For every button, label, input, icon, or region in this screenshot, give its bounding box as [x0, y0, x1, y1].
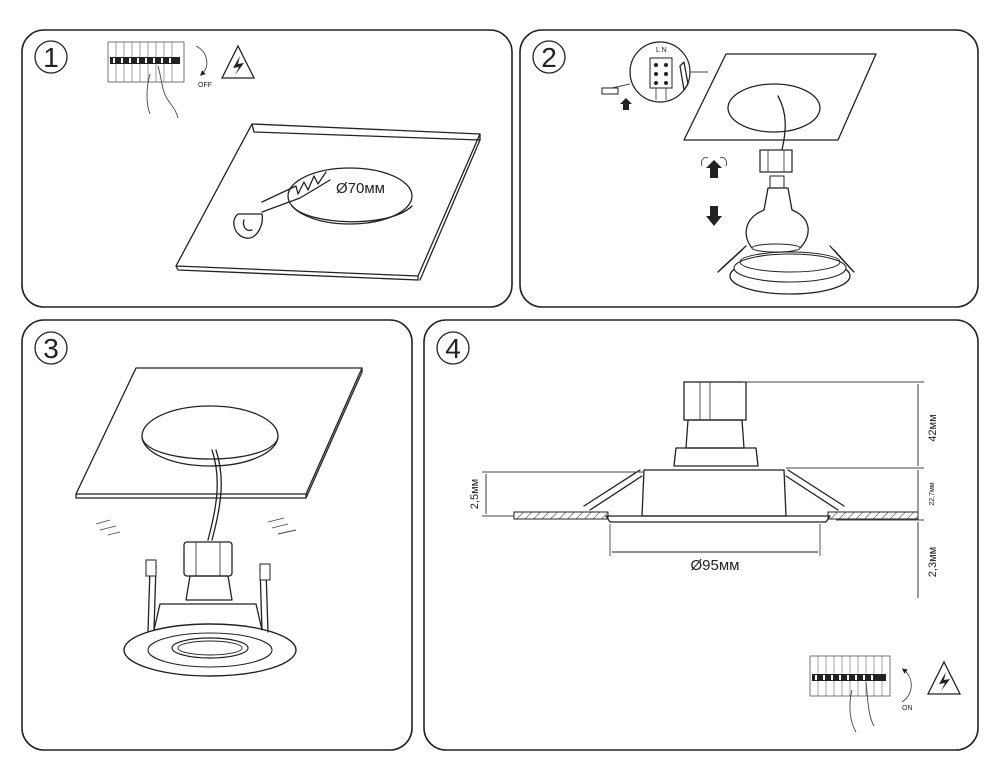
dim-top-height: 42мм: [927, 414, 939, 441]
step-2-number: 2: [541, 42, 557, 73]
ceiling-hole: [727, 83, 821, 133]
step-4-panel: 4: [423, 319, 979, 751]
fixture-cross-section: [583, 381, 845, 523]
step-2-badge: 2: [532, 40, 566, 74]
gu10-lamp: [745, 175, 809, 253]
step-1-badge: 1: [34, 40, 68, 74]
dimension-lines: [485, 384, 919, 598]
step-3-number: 3: [43, 333, 59, 364]
power-cable: [207, 449, 218, 541]
rotate-icon: [901, 668, 912, 703]
step-4-number: 4: [445, 333, 461, 364]
circuit-breaker-icon: [809, 655, 891, 697]
step-1-panel: 1 OFF: [21, 29, 513, 308]
step-4-switch-state: ON: [902, 705, 913, 712]
dim-ceiling-gap: 2,5мм: [469, 479, 481, 509]
step-3-panel: 3: [21, 319, 413, 751]
step-1-number: 1: [43, 42, 59, 73]
ceiling-section-right: [827, 511, 919, 520]
step-1-switch-state: OFF: [198, 82, 212, 89]
high-voltage-warning-icon: [220, 44, 256, 79]
lamp-connector: [759, 149, 793, 173]
screwdriver-icon: [679, 61, 689, 91]
dim-housing: 22,7мм: [929, 482, 936, 505]
rotate-icon: [701, 157, 727, 178]
hand-icon: [146, 65, 179, 119]
downlight-fixture: [123, 541, 297, 677]
ceiling-panel: [175, 123, 481, 281]
saw-icon: [233, 171, 331, 239]
fixture-ring: [717, 245, 855, 295]
hole-diameter-label: Ø70мм: [336, 180, 385, 197]
ceiling-panel: [683, 53, 877, 141]
arrow-up-icon: [620, 98, 632, 110]
step-2-panel: 2 L N: [519, 29, 979, 308]
circuit-breaker-icon: [107, 41, 185, 83]
high-voltage-warning-icon: [926, 660, 962, 695]
arrow-down-icon: [706, 206, 722, 226]
dim-trim: 2,3мм: [927, 547, 939, 577]
connector-icon: [601, 87, 619, 95]
motion-lines: [95, 517, 297, 536]
step-4-badge: 4: [436, 331, 470, 365]
terminal-labels: L N: [656, 47, 667, 54]
rotate-icon: [195, 45, 208, 76]
step-3-badge: 3: [34, 331, 68, 365]
ceiling-hole: [141, 405, 279, 467]
hand-icon: [849, 681, 875, 733]
power-cable: [777, 95, 786, 151]
dim-outer-diameter: Ø95мм: [691, 557, 740, 574]
ceiling-panel: [75, 367, 363, 499]
ceiling-section-left: [513, 511, 609, 520]
